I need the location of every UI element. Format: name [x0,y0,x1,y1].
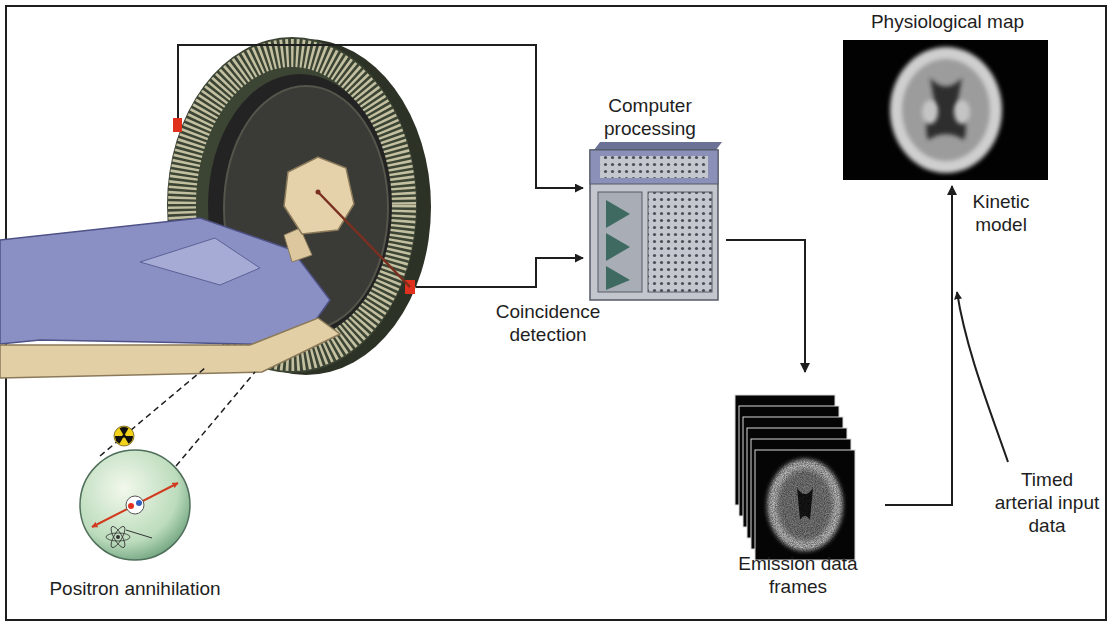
computer-node: Computer processing [574,92,726,307]
radiation-symbol [113,424,134,446]
annotation-label: Coincidence detection [478,300,618,346]
line-of-response [318,192,410,287]
flow-arrow [885,186,952,505]
atom [106,525,130,550]
electron-dot [136,500,142,506]
zoom-line [176,372,255,466]
data-frame [755,450,855,560]
patient-gown [0,218,330,345]
neutrino-track [126,530,152,538]
positron-dot [128,503,134,509]
computer-bay [590,150,718,184]
gamma-rays [92,483,178,527]
inset-node: Positron annihilation [35,440,235,602]
computer-vents [600,156,708,178]
brain-scan [767,459,843,551]
brain-outline [767,459,843,551]
computer-grill [648,192,712,292]
orbit [109,525,128,550]
computer-top [594,142,722,150]
computer-icon [590,142,722,300]
node-title: Physiological map [871,10,1024,33]
nucleus [116,535,120,539]
brain-core [777,469,833,541]
trefoil-blade [120,424,131,436]
input-arrow [957,292,1008,462]
inset-circle [80,450,190,560]
computer-case [590,150,718,300]
detector-hit [173,118,182,132]
brain-outline [890,47,1002,173]
edge-label: Kinetic model [962,190,1040,236]
trefoil-center [122,434,126,438]
annihilation-point [316,190,321,195]
basal-ganglia [954,100,970,124]
map-image [843,40,1048,180]
signal-wire [416,258,583,287]
gown-fold [140,238,260,285]
basal-ganglia [922,100,938,124]
pair [126,496,144,514]
node-title: Positron annihilation [49,577,220,600]
computer-panel [598,192,642,292]
patient-head [284,157,354,234]
panel-triangle [606,266,630,290]
map-background [843,40,1048,180]
panel-triangle [606,200,630,228]
image-panel: Physiological map [835,8,1060,186]
signal-wire [178,45,583,188]
patient-arm [0,318,340,378]
zoom-line [100,368,205,456]
patient [0,157,410,378]
orbit [109,525,128,550]
annihilation-inset [80,450,190,560]
brain-white-matter [902,59,990,161]
trefoil-blade [113,432,124,444]
frame-stack [735,395,855,560]
brain-ventricles [797,488,813,520]
node-title: Computer processing [578,94,722,140]
image-stack-node: Emission data frames [711,372,885,600]
annotation-label: Timed arterial input data [992,468,1102,537]
node-title: Emission data frames [715,552,881,598]
orbit [106,533,130,541]
flow-arrow [726,240,805,372]
panel-triangle [606,233,630,261]
